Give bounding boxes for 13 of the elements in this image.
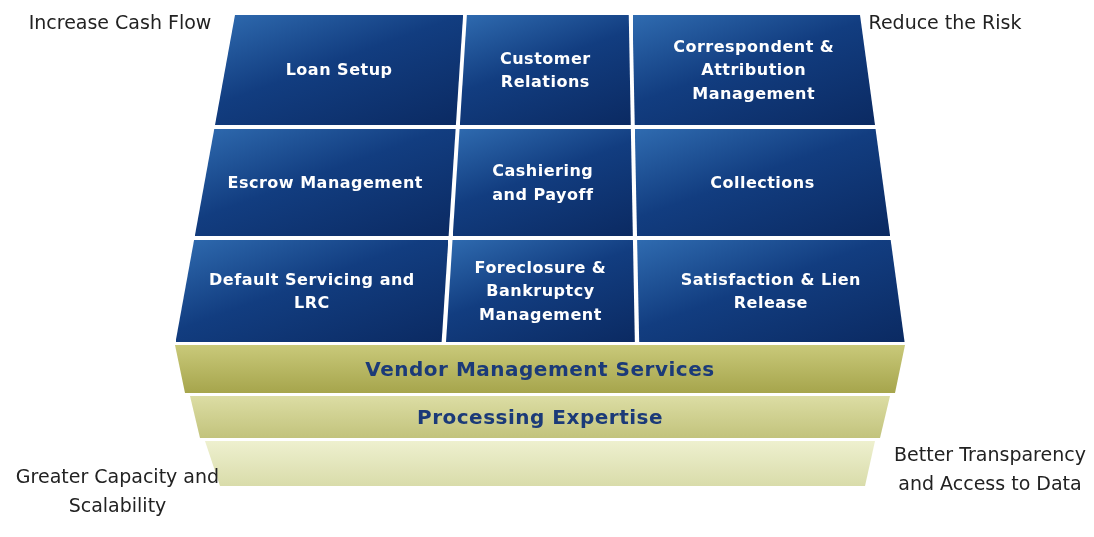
service-tile: Customer Relations [459,15,631,125]
service-tile: Default Servicing and LRC [175,240,449,342]
service-tile: Escrow Management [194,129,456,236]
corner-note: Greater Capacity and Scalability [14,464,221,518]
service-tile: Loan Setup [215,15,464,125]
corner-note: Increase Cash Flow [27,10,213,35]
layer-bar: Vendor Management Services [175,345,905,393]
service-tile: Foreclosure & Bankruptcy Management [446,240,635,342]
service-tile: Cashiering and Payoff [452,129,633,236]
corner-note: Better Transparency and Access to Data [893,442,1087,496]
service-tile: Satisfaction & Lien Release [637,240,905,342]
layer-bar: Processing Expertise [190,396,890,438]
service-tile: Collections [634,129,891,236]
